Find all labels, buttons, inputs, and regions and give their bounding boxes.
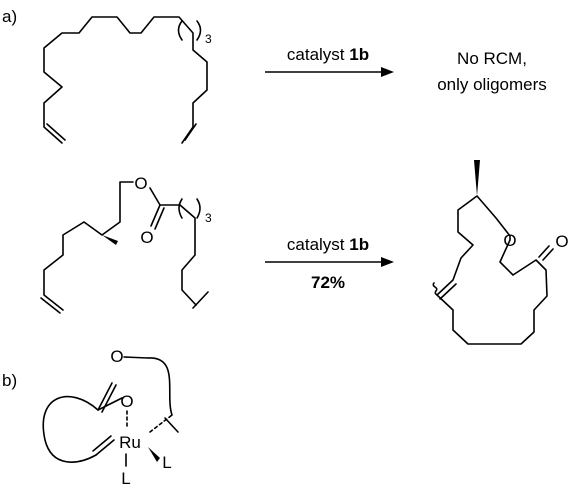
- complex-ester-oxygen: O: [110, 347, 123, 366]
- complex-ester-c-o-bond-a: [97, 382, 113, 411]
- substrate-1-left-vinyl-double: [46, 123, 66, 141]
- complex-o-c-bond: [123, 356, 149, 359]
- substrate-2-carbonyl-oxygen: O: [140, 228, 153, 247]
- substrate-1-repeat-subscript: 3: [205, 32, 212, 46]
- complex-ligand-wedge: [148, 447, 160, 462]
- panel-a-label: a): [2, 7, 17, 26]
- product-ring-chain: [436, 195, 548, 345]
- reaction-1-result-line-1: No RCM,: [457, 49, 527, 68]
- product-alkene-double: [439, 283, 457, 300]
- reaction-1-result-line-2: only oligomers: [437, 75, 547, 94]
- complex-alkylidene-a: [95, 439, 115, 456]
- substrate-2-acid-chain: [149, 187, 197, 306]
- reaction-2-arrow-head: [381, 257, 394, 267]
- substrate-1-repeat-bracket-left: [177, 20, 183, 41]
- substrate-2-left-vinyl-double: [40, 297, 61, 314]
- substrate-2-alcohol-chain: [43, 181, 134, 311]
- complex-tether-right: [147, 357, 173, 416]
- reaction-2-yield: 72%: [311, 273, 345, 292]
- panel-b-label: b): [2, 371, 17, 390]
- product-ring-oxygen: O: [503, 231, 516, 250]
- product-macrolactone: O O: [432, 160, 569, 345]
- substrate-1-repeat-bracket-right: [196, 20, 202, 41]
- complex-alkene-ru-dative: [149, 414, 173, 433]
- product-carbonyl-bond-b: [542, 248, 554, 261]
- substrate-2-carbonyl-bond-a: [150, 204, 161, 227]
- substrate-1-chain: [43, 16, 208, 144]
- product-wavy-bond: [432, 282, 438, 296]
- product-methyl-wedge: [474, 160, 480, 196]
- complex-tether-left: [42, 395, 99, 463]
- complex-ligand-bottom: L: [121, 469, 130, 488]
- complex-carbonyl-link: [97, 397, 123, 411]
- substrate-2-ester-diene: O O 3: [40, 174, 212, 314]
- substrate-2-right-vinyl-double: [192, 291, 209, 309]
- complex-ruthenium-center: Ru: [119, 433, 141, 452]
- complex-carbonyl-oxygen: O: [120, 392, 133, 411]
- complex-alkylidene-b: [92, 435, 112, 452]
- substrate-2-methyl-wedge: [102, 235, 118, 245]
- complex-coord-vinyl: [164, 417, 179, 433]
- product-carbonyl-oxygen: O: [555, 232, 568, 251]
- product-carbonyl-bond-a: [538, 245, 550, 258]
- complex-ligand-right: L: [162, 453, 171, 472]
- substrate-1-right-vinyl-double: [184, 123, 197, 141]
- substrate-2-repeat-bracket-left: [178, 198, 183, 219]
- substrate-2-repeat-subscript: 3: [205, 211, 212, 225]
- substrate-2-carbonyl-bond-b: [154, 207, 165, 230]
- ruthenium-chelate-complex: O O Ru L L: [42, 347, 179, 488]
- reaction-2-catalyst-label: catalyst 1b: [287, 235, 369, 254]
- reaction-1-arrow-head: [381, 67, 394, 77]
- substrate-2-repeat-bracket-right: [196, 198, 201, 219]
- substrate-1-diene: 3: [43, 16, 212, 144]
- substrate-2-ester-oxygen: O: [134, 174, 147, 193]
- reaction-1-catalyst-label: catalyst 1b: [287, 45, 369, 64]
